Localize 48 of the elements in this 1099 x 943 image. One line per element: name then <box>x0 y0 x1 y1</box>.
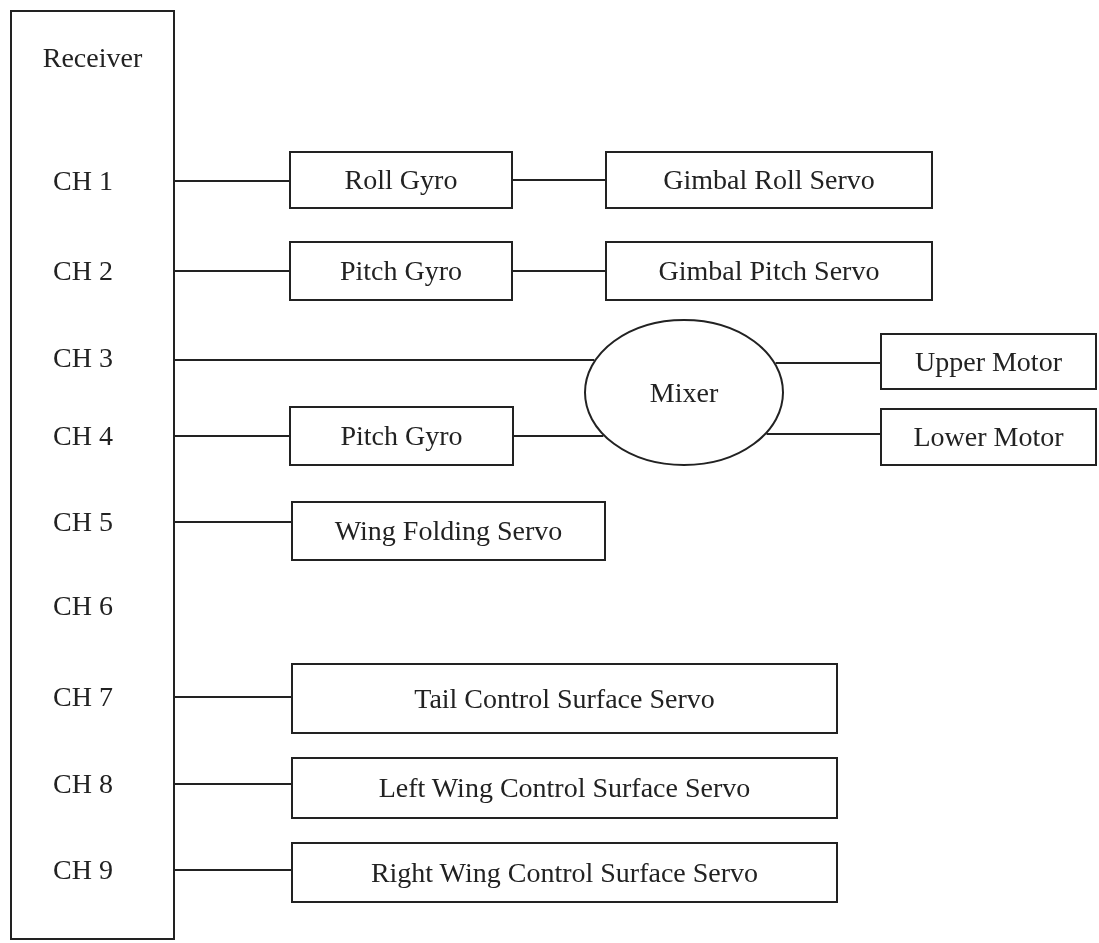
channel-label: CH 9 <box>10 850 175 890</box>
connector-line <box>174 270 290 272</box>
connector-line <box>774 362 881 364</box>
channel-label: CH 6 <box>10 586 175 626</box>
mixer-ellipse <box>584 319 784 466</box>
node-label: Lower Motor <box>913 421 1064 453</box>
connector-line <box>174 359 596 361</box>
connector-line <box>174 869 292 871</box>
node-label: Mixer <box>649 376 719 409</box>
process-box <box>605 151 933 209</box>
node-label: Gimbal Roll Servo <box>663 164 875 196</box>
node-label: Pitch Gyro <box>339 255 463 287</box>
channel-label: CH 5 <box>10 502 175 542</box>
connector-line <box>512 270 606 272</box>
process-box <box>289 151 513 209</box>
node-label: Pitch Gyro <box>340 420 463 452</box>
box-title: Receiver <box>41 42 144 74</box>
process-box <box>289 406 514 466</box>
connector-line <box>513 435 605 437</box>
channel-label: CH 1 <box>10 161 175 201</box>
node-label: Gimbal Pitch Servo <box>658 255 880 287</box>
process-box <box>605 241 933 301</box>
channel-label: CH 8 <box>10 764 175 804</box>
process-box <box>291 663 838 734</box>
process-box <box>291 842 838 903</box>
process-box <box>880 333 1097 390</box>
connector-line <box>174 435 290 437</box>
connector-line <box>174 696 292 698</box>
process-box <box>880 408 1097 466</box>
node-label: Wing Folding Servo <box>334 515 563 547</box>
node-label: Left Wing Control Surface Servo <box>378 772 751 804</box>
node-label: Right Wing Control Surface Servo <box>370 856 759 889</box>
channel-label: CH 3 <box>10 338 175 378</box>
connector-line <box>765 433 881 435</box>
node-label: Tail Control Surface Servo <box>414 682 715 715</box>
process-box <box>291 501 606 561</box>
node-label: Roll Gyro <box>344 164 458 196</box>
process-box <box>291 757 838 819</box>
channel-label: CH 4 <box>10 416 175 456</box>
node-label: Upper Motor <box>915 345 1062 378</box>
process-box <box>289 241 513 301</box>
receiver-box <box>10 10 175 940</box>
connector-line <box>174 180 290 182</box>
channel-label: CH 2 <box>10 251 175 291</box>
connector-line <box>512 179 606 181</box>
connector-line <box>174 783 292 785</box>
connector-line <box>174 521 292 523</box>
channel-label: CH 7 <box>10 677 175 717</box>
